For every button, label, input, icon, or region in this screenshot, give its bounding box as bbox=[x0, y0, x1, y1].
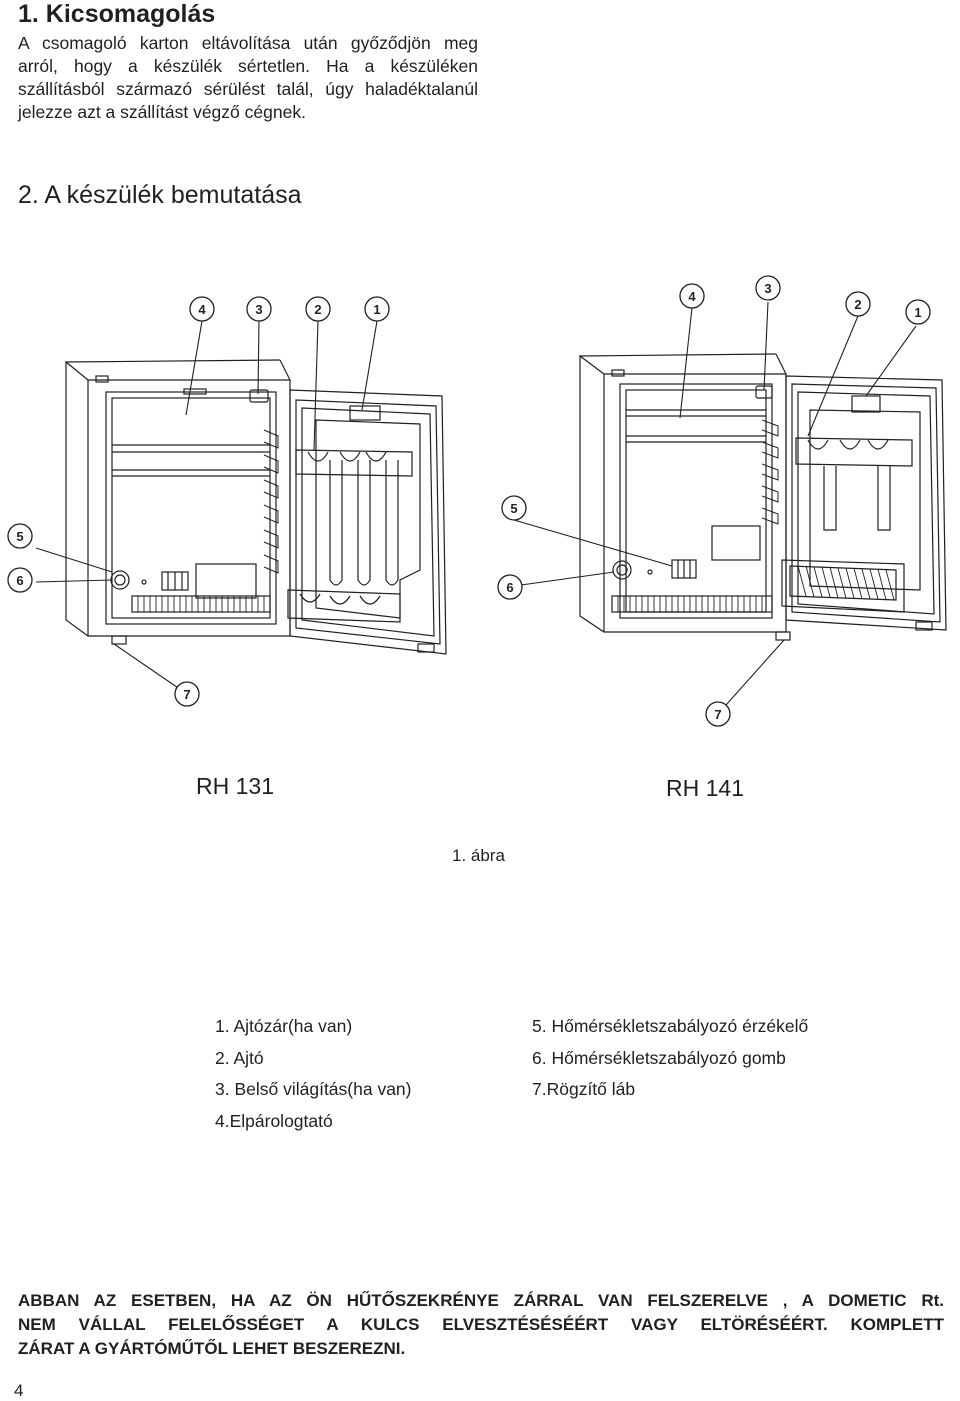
svg-text:1: 1 bbox=[373, 302, 380, 317]
section-title-appliance: 2. A készülék bemutatása bbox=[18, 181, 302, 209]
svg-text:2: 2 bbox=[854, 297, 861, 312]
legend-left: 1. Ajtózár(ha van) 2. Ajtó 3. Belső vilá… bbox=[215, 1011, 412, 1137]
svg-text:3: 3 bbox=[764, 281, 771, 296]
fridge-rh131 bbox=[65, 359, 447, 655]
callout-7-right: 7 bbox=[705, 701, 731, 727]
callout-4-left: 4 bbox=[189, 296, 215, 322]
callout-4-right: 4 bbox=[679, 283, 705, 309]
callout-6-left: 6 bbox=[7, 567, 33, 593]
lock-warning-notice: ABBAN AZ ESETBEN, HA AZ ÖN HŰTŐSZEKRÉNYE… bbox=[18, 1289, 944, 1361]
svg-text:7: 7 bbox=[183, 687, 190, 702]
callout-1-right: 1 bbox=[905, 299, 931, 325]
legend-item: 4.Elpárologtató bbox=[215, 1110, 333, 1131]
figure-caption: 1. ábra bbox=[452, 846, 505, 865]
page-number: 4 bbox=[14, 1381, 24, 1400]
svg-text:3: 3 bbox=[255, 302, 262, 317]
callout-7-left: 7 bbox=[174, 681, 200, 707]
callout-6-right: 6 bbox=[497, 574, 523, 600]
unpacking-paragraph: A csomagoló karton eltávolítása után győ… bbox=[18, 32, 478, 124]
callout-5-right: 5 bbox=[501, 495, 527, 521]
legend-item: 7.Rögzítő láb bbox=[532, 1079, 636, 1099]
svg-text:1: 1 bbox=[914, 305, 921, 320]
warning-line: ABBAN AZ ESETBEN, HA AZ ÖN HŰTŐSZEKRÉNYE… bbox=[18, 1291, 944, 1310]
callouts-left: 4 3 2 1 5 6 7 bbox=[7, 296, 390, 707]
svg-text:4: 4 bbox=[198, 302, 206, 317]
callout-1-left: 1 bbox=[364, 296, 390, 322]
svg-text:2: 2 bbox=[314, 302, 321, 317]
fridge-rh141 bbox=[579, 353, 947, 641]
callout-5-left: 5 bbox=[7, 523, 33, 549]
paragraph-line: arról, hogy a készülék sértetlen. Ha a k… bbox=[18, 56, 478, 76]
model-label-rh141: RH 141 bbox=[666, 775, 744, 801]
legend-item: 6. Hőmérsékletszabályozó gomb bbox=[532, 1047, 786, 1068]
warning-line: ZÁRAT A GYÁRTÓMŰTŐL LEHET BESZEREZNI. bbox=[18, 1339, 406, 1358]
callout-3-left: 3 bbox=[246, 296, 272, 322]
paragraph-line: szállításból származó sérülést talál, úg… bbox=[18, 79, 478, 99]
section-title-unpacking: 1. Kicsomagolás bbox=[18, 0, 216, 28]
svg-text:5: 5 bbox=[510, 501, 517, 516]
callout-3-right: 3 bbox=[755, 275, 781, 301]
legend-item: 1. Ajtózár(ha van) bbox=[215, 1016, 353, 1036]
warning-line: NEM VÁLLAL FELELŐSSÉGET A KULCS ELVESZTÉ… bbox=[18, 1315, 944, 1334]
callout-2-left: 2 bbox=[305, 296, 331, 322]
paragraph-line: jelezze azt a szállítást végző cégnek. bbox=[18, 102, 306, 122]
callout-2-right: 2 bbox=[845, 291, 871, 317]
svg-text:4: 4 bbox=[688, 289, 696, 304]
leader-lines bbox=[35, 301, 917, 715]
legend-item: 5. Hőmérsékletszabályozó érzékelő bbox=[532, 1016, 809, 1036]
paragraph-line: A csomagoló karton eltávolítása után győ… bbox=[18, 33, 478, 53]
svg-text:6: 6 bbox=[506, 580, 513, 595]
fridge-diagram: 4 3 2 1 5 6 7 4 3 2 1 5 6 7 bbox=[7, 275, 947, 727]
callouts-right: 4 3 2 1 5 6 7 bbox=[497, 275, 931, 727]
legend-item: 2. Ajtó bbox=[215, 1047, 264, 1068]
svg-text:7: 7 bbox=[714, 707, 721, 722]
legend-right: 5. Hőmérsékletszabályozó érzékelő 6. Hőm… bbox=[532, 1011, 808, 1106]
model-label-rh131: RH 131 bbox=[196, 773, 274, 799]
legend-item: 3. Belső világítás(ha van) bbox=[215, 1079, 412, 1099]
svg-text:5: 5 bbox=[16, 529, 23, 544]
svg-text:6: 6 bbox=[16, 573, 23, 588]
